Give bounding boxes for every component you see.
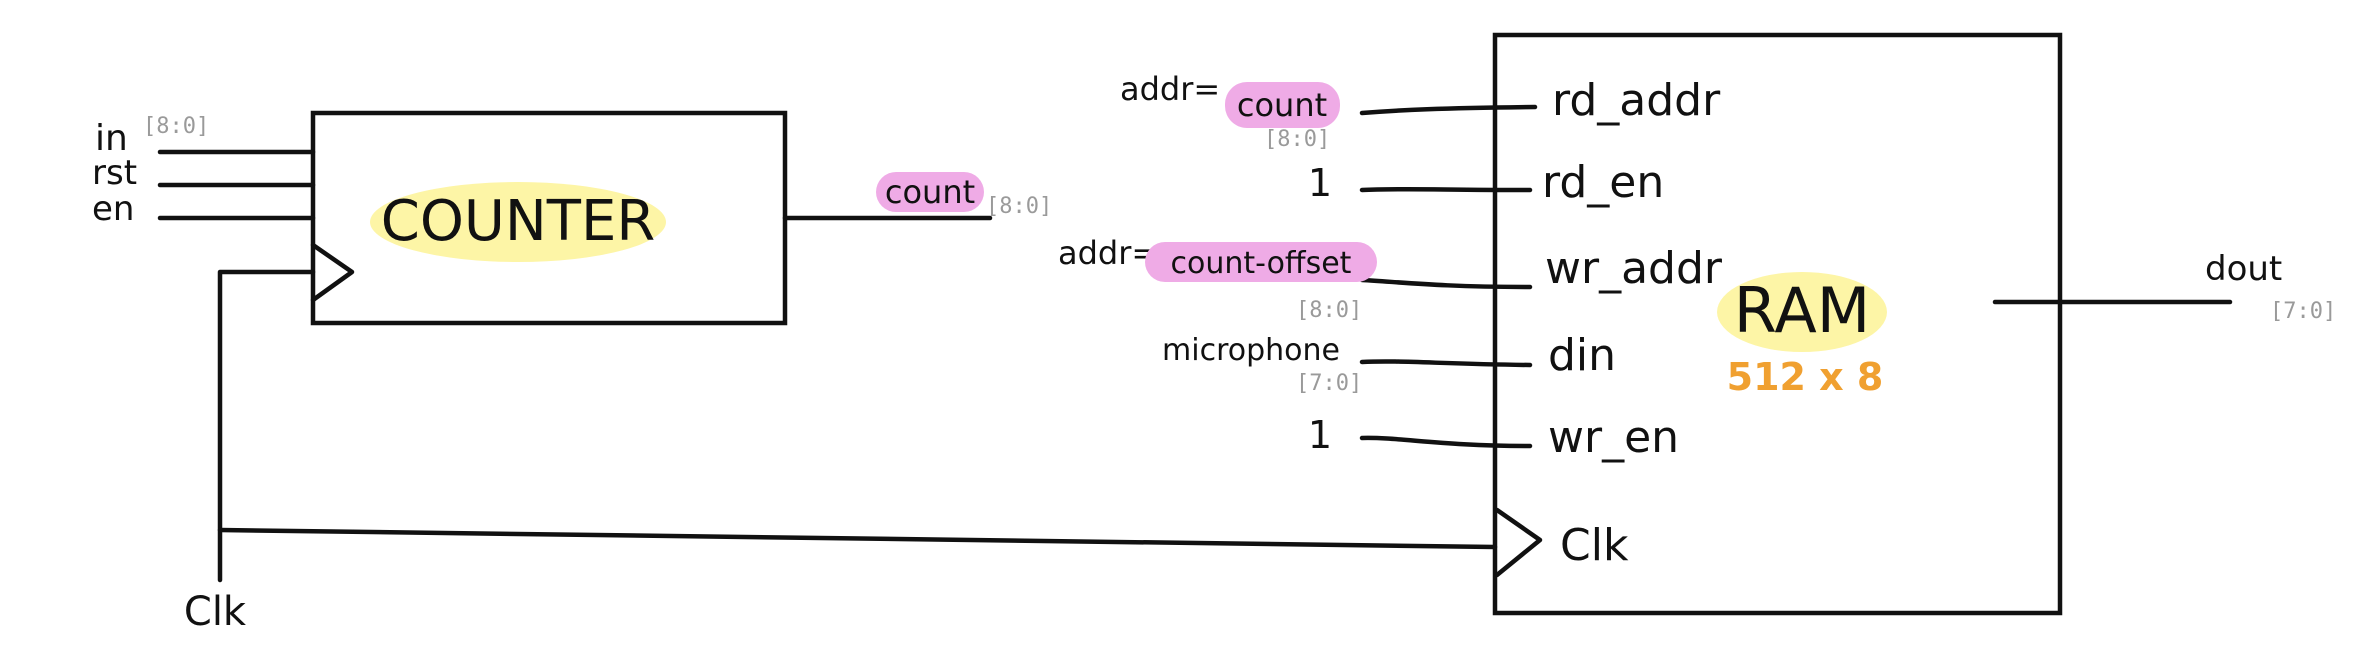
ram-port-din: din bbox=[1548, 330, 1616, 381]
counter-in-label: in bbox=[95, 118, 128, 159]
counter-clock-triangle-icon bbox=[310, 242, 355, 303]
ram-port-wr-addr: wr_addr bbox=[1545, 243, 1723, 294]
ram-size-label: 512 x 8 bbox=[1727, 355, 1884, 399]
ram-clock-triangle-icon bbox=[1494, 507, 1543, 578]
rd-addr-value-highlight bbox=[1225, 82, 1340, 128]
clk-wire-to-counter bbox=[217, 269, 316, 583]
din-width: [7:0] bbox=[1296, 371, 1362, 396]
wr-addr-value: count-offset bbox=[1171, 246, 1352, 281]
wr-en-wire bbox=[1359, 435, 1533, 449]
ram-title: RAM bbox=[1734, 274, 1870, 347]
counter-count-highlight bbox=[876, 172, 984, 212]
ram-title-highlight bbox=[1717, 272, 1887, 352]
rd-en-wire bbox=[1359, 186, 1533, 193]
dout-label: dout bbox=[2205, 249, 2282, 289]
wr-addr-value-highlight bbox=[1145, 242, 1377, 282]
counter-count-width: [8:0] bbox=[986, 194, 1052, 219]
dout-width: [7:0] bbox=[2270, 299, 2336, 324]
wr-en-value: 1 bbox=[1308, 413, 1332, 457]
counter-count-label: count bbox=[885, 173, 975, 211]
wr-addr-prefix: addr= bbox=[1058, 234, 1158, 272]
rd-addr-value: count bbox=[1237, 86, 1327, 124]
rd-addr-wire bbox=[1359, 104, 1538, 116]
rd-en-value: 1 bbox=[1308, 161, 1332, 205]
clk-source-label: Clk bbox=[184, 589, 247, 635]
din-value: microphone bbox=[1162, 333, 1340, 368]
rd-addr-prefix: addr= bbox=[1120, 70, 1220, 108]
counter-in-width: [8:0] bbox=[143, 114, 209, 139]
ram-port-clk: Clk bbox=[1560, 520, 1629, 571]
counter-en-label: en bbox=[92, 189, 134, 229]
counter-title: COUNTER bbox=[381, 189, 656, 254]
ram-port-rd-en: rd_en bbox=[1542, 157, 1664, 208]
wr-addr-wire bbox=[1359, 277, 1533, 290]
counter-rst-label: rst bbox=[92, 153, 137, 193]
counter-title-highlight bbox=[370, 182, 666, 262]
ram-port-rd-addr: rd_addr bbox=[1552, 75, 1721, 126]
ram-block bbox=[1492, 32, 2063, 616]
wr-addr-width: [8:0] bbox=[1296, 298, 1362, 323]
clk-wire-to-ram bbox=[217, 527, 1498, 550]
din-wire bbox=[1359, 359, 1533, 368]
ram-port-wr-en: wr_en bbox=[1548, 412, 1679, 463]
rd-addr-width: [8:0] bbox=[1264, 127, 1330, 152]
